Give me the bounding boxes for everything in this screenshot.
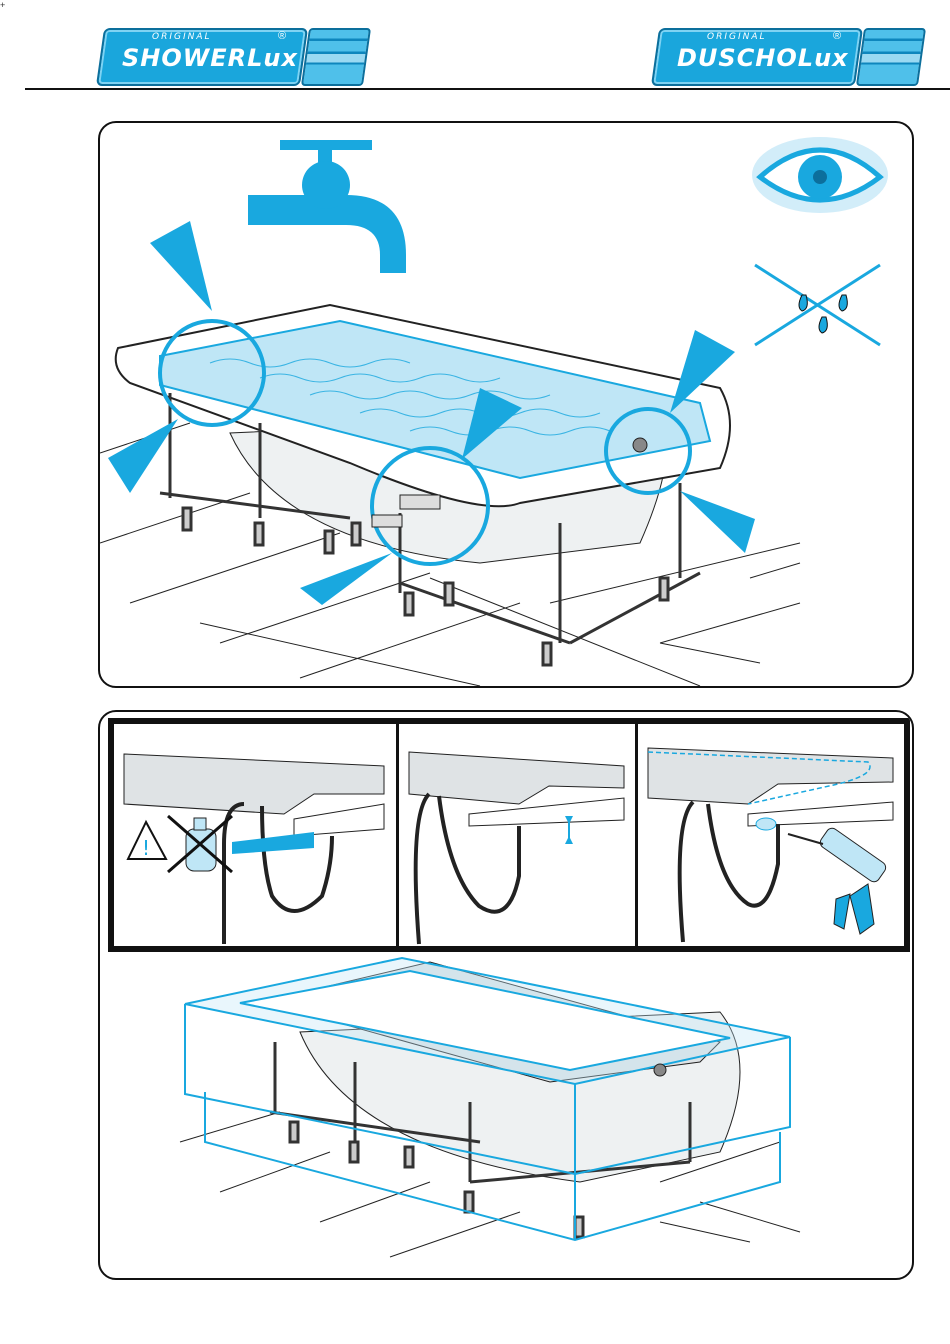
logo-name: DUSCHOLux bbox=[677, 44, 849, 72]
paneled-tub-drawing bbox=[100, 712, 912, 1278]
logo-sub-label: ORIGINAL bbox=[152, 32, 212, 42]
logo-registered-mark: ® bbox=[833, 30, 841, 42]
leak-test-drawing bbox=[100, 123, 912, 686]
logo-registered-mark: ® bbox=[278, 30, 286, 42]
bathtub-drawing bbox=[116, 305, 730, 665]
corner-mark: + bbox=[0, 0, 5, 10]
duscholux-logo: ORIGINAL DUSCHOLux ® bbox=[655, 24, 920, 84]
logo-stripes bbox=[856, 28, 926, 86]
logo-stripes bbox=[301, 28, 371, 86]
water-tap-icon bbox=[248, 140, 406, 273]
showerlux-logo: ORIGINAL SHOWERLux ® bbox=[100, 24, 365, 84]
eye-inspect-icon bbox=[752, 137, 888, 213]
panel-mounting-illustration: ! bbox=[98, 710, 914, 1280]
logo-name: SHOWERLux bbox=[122, 44, 298, 72]
leak-test-illustration bbox=[98, 121, 914, 688]
logo-sub-label: ORIGINAL bbox=[707, 32, 767, 42]
header-rule bbox=[25, 88, 950, 90]
no-drops-icon bbox=[755, 265, 880, 345]
